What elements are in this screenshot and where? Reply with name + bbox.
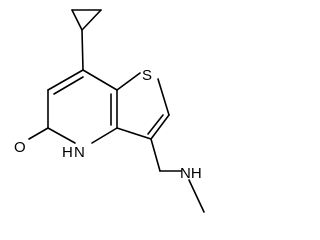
- c6-c7-bond: [47, 69, 84, 91]
- c2-c3-bond: [150, 114, 170, 140]
- s-c2-bond: [157, 78, 170, 116]
- c2-c3-double-bond: [147, 114, 164, 135]
- amine-nh-label: NH: [180, 165, 202, 182]
- c3-c3a-bond: [116, 127, 152, 140]
- n-ch3-bond: [188, 179, 205, 213]
- structure-canvas: S O H N NH: [14, 9, 205, 213]
- c3-ch2-bond: [150, 138, 161, 172]
- ring-nh-hydrogen-label: H: [62, 144, 73, 161]
- c3a-n4-bond: [91, 127, 118, 144]
- c7a-s-bond: [116, 72, 141, 91]
- c5-o-bond: [28, 127, 49, 140]
- sulfur-atom-label: S: [142, 67, 152, 84]
- n4-c5-bond: [47, 127, 76, 144]
- ring-nh-nitrogen-label: N: [74, 144, 85, 161]
- cyclopropyl-bond-left: [71, 9, 83, 31]
- molecule-structure: S O H N NH: [14, 9, 205, 213]
- cyclopropyl-bond-right: [81, 9, 102, 31]
- cyclopropyl-to-c7-bond: [81, 29, 84, 71]
- c6-c7-double-bond: [53, 76, 84, 95]
- c7-c7a-bond: [82, 69, 118, 91]
- carbonyl-oxygen-label: O: [14, 139, 26, 156]
